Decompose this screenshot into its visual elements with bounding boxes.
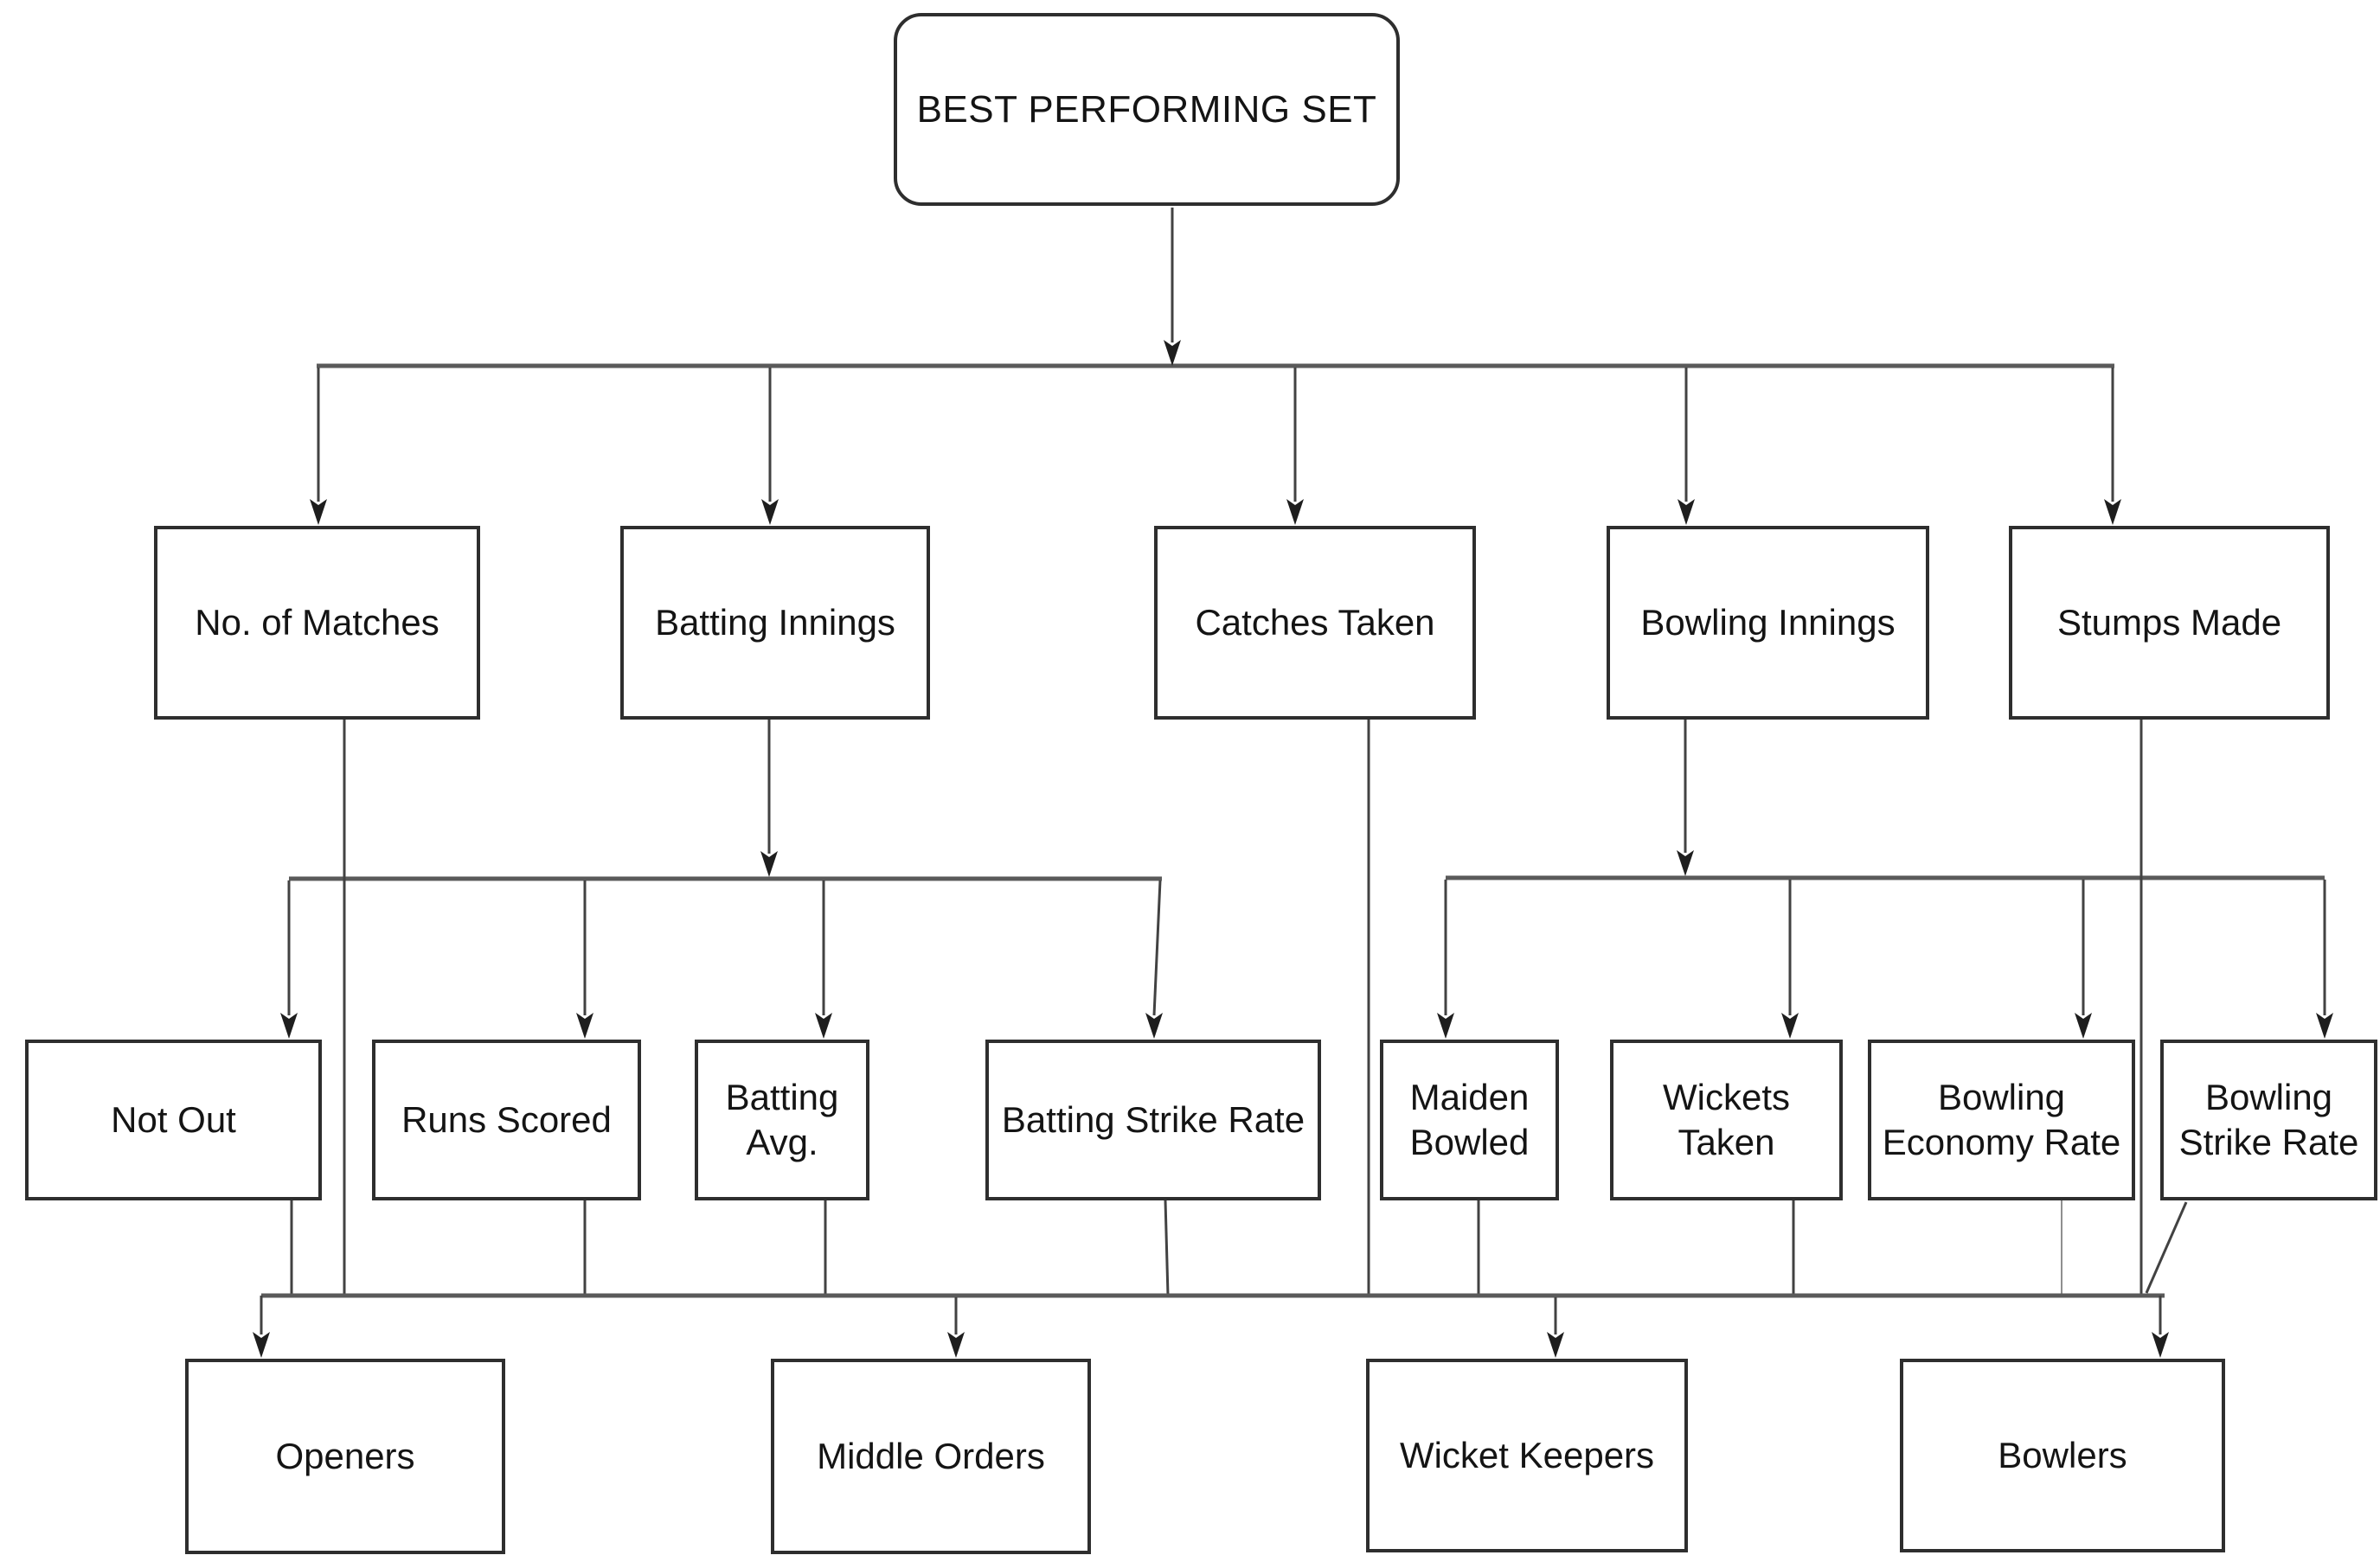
arrowhead — [2152, 1332, 2169, 1358]
node-label: Wicket Keepers — [1399, 1434, 1655, 1475]
arrowhead — [1164, 340, 1181, 366]
arrowhead — [1678, 499, 1695, 525]
arrowhead — [1781, 1013, 1799, 1039]
arrowhead — [761, 499, 779, 525]
arrowhead — [947, 1332, 965, 1358]
arrowhead — [253, 1332, 270, 1358]
node-label: Bowling Innings — [1640, 601, 1896, 643]
node-middle-orders: Middle Orders — [771, 1359, 1091, 1554]
node-label: Maiden Bowled — [1409, 1076, 1530, 1163]
node-label: Middle Orders — [817, 1435, 1045, 1476]
arrowhead — [2075, 1013, 2092, 1039]
node-label: Catches Taken — [1195, 601, 1435, 643]
node-wickets-taken: Wickets Taken — [1610, 1040, 1843, 1200]
arrowhead — [2316, 1013, 2333, 1039]
node-bowling-innings: Bowling Innings — [1607, 526, 1929, 720]
arrowhead — [1677, 850, 1694, 876]
node-batting-avg: Batting Avg. — [695, 1040, 869, 1200]
arrowhead — [815, 1013, 832, 1039]
edge-bowling-strike-rate-diagonal — [2145, 1201, 2188, 1294]
node-best-performing-set: BEST PERFORMING SET — [894, 13, 1400, 206]
node-catches-taken: Catches Taken — [1154, 526, 1476, 720]
node-label: Not Out — [111, 1098, 236, 1140]
node-label: No. of Matches — [195, 601, 439, 643]
node-bowling-strike-rate: Bowling Strike Rate — [2160, 1040, 2377, 1200]
arrowhead — [576, 1013, 593, 1039]
node-label: Runs Scored — [401, 1098, 612, 1140]
node-no-of-matches: No. of Matches — [154, 526, 480, 720]
node-runs-scored: Runs Scored — [372, 1040, 641, 1200]
arrowhead — [310, 499, 327, 525]
node-bowlers: Bowlers — [1900, 1359, 2225, 1552]
node-label: Wickets Taken — [1663, 1076, 1790, 1163]
arrowhead — [1547, 1332, 1564, 1358]
arrowhead — [1437, 1013, 1454, 1039]
node-maiden-bowled: Maiden Bowled — [1380, 1040, 1559, 1200]
node-label: Openers — [275, 1435, 415, 1476]
node-openers: Openers — [185, 1359, 505, 1554]
node-wicket-keepers: Wicket Keepers — [1366, 1359, 1688, 1552]
node-label: Stumps Made — [2056, 601, 2282, 643]
node-batting-innings: Batting Innings — [620, 526, 930, 720]
node-bowling-economy-rate: Bowling Economy Rate — [1868, 1040, 2135, 1200]
arrowhead — [760, 851, 778, 877]
edge-drop-batting-strike-rate — [1152, 880, 1162, 1016]
node-label: BEST PERFORMING SET — [916, 88, 1377, 131]
node-not-out: Not Out — [25, 1040, 322, 1200]
node-label: Batting Innings — [655, 601, 895, 643]
node-batting-strike-rate: Batting Strike Rate — [985, 1040, 1321, 1200]
edge-batting-strike-rate-to-bottom — [1164, 1200, 1170, 1296]
node-label: Batting Strike Rate — [1001, 1098, 1305, 1140]
node-label: Bowling Economy Rate — [1882, 1076, 2121, 1163]
arrowhead — [2104, 499, 2121, 525]
node-label: Bowlers — [1998, 1434, 2127, 1475]
node-stumps-made: Stumps Made — [2009, 526, 2330, 720]
node-label: Bowling Strike Rate — [2178, 1076, 2359, 1163]
arrowhead — [280, 1013, 298, 1039]
arrowhead — [1286, 499, 1304, 525]
arrowhead — [1145, 1013, 1163, 1039]
node-label: Batting Avg. — [725, 1076, 839, 1163]
